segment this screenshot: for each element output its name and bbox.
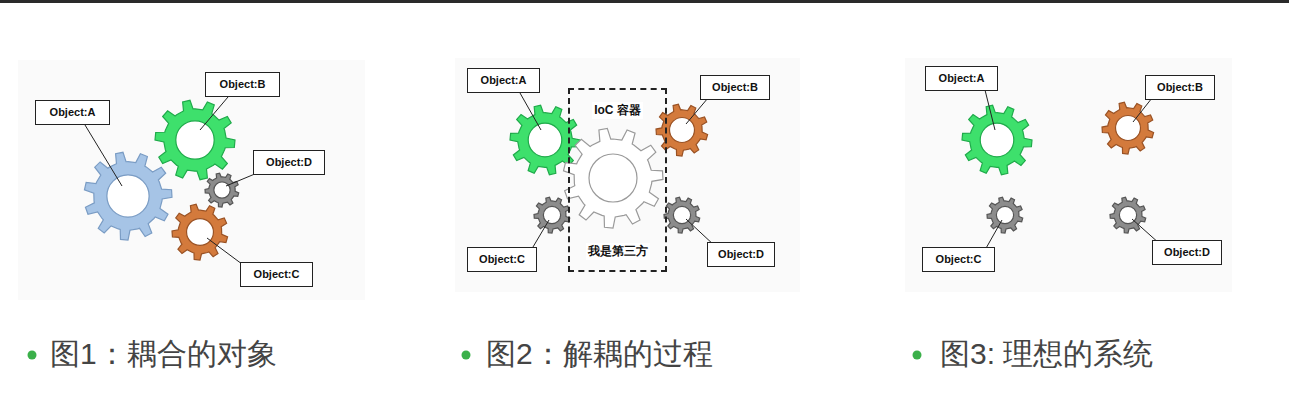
object-box: Object:D <box>707 242 775 267</box>
object-box: Object:B <box>700 75 770 100</box>
object-label: Object:A <box>50 106 96 118</box>
object-label: Object:B <box>712 81 758 93</box>
object-box: Object:C <box>922 247 995 272</box>
leader-line <box>686 98 708 124</box>
gear-hole <box>528 123 562 157</box>
object-label: Object:A <box>481 74 527 86</box>
gear <box>656 104 708 156</box>
panel-ground <box>905 58 1232 292</box>
leader-line <box>200 97 228 130</box>
gear <box>564 128 663 228</box>
container-title: IoC 容器 <box>592 102 643 119</box>
object-box: Object:D <box>253 150 325 175</box>
bullet <box>28 351 37 360</box>
figure-caption: 图2：解耦的过程 <box>486 334 713 374</box>
gear-hole <box>589 154 637 202</box>
object-label: Object:C <box>936 253 982 265</box>
object-label: Object:C <box>254 268 300 280</box>
object-label: Object:D <box>718 248 764 260</box>
figure-caption: 图1：耦合的对象 <box>50 334 277 374</box>
leader-line <box>520 93 541 130</box>
object-label: Object:A <box>939 72 985 84</box>
object-box: Object:C <box>240 262 313 287</box>
object-box: Object:B <box>205 72 280 97</box>
object-label: Object:C <box>479 253 525 265</box>
ioc-container-box: IoC 容器我是第三方 <box>568 88 667 272</box>
gear-hole <box>996 206 1013 223</box>
gear-hole <box>176 121 214 159</box>
gear <box>1102 102 1154 154</box>
gear-hole <box>214 182 230 198</box>
object-box: Object:A <box>35 100 110 125</box>
gear-hole <box>107 175 149 217</box>
gear <box>84 152 172 240</box>
leader-line <box>985 220 1002 250</box>
gear-hole <box>1116 116 1141 141</box>
gear <box>1110 197 1146 233</box>
top-bar <box>0 0 1289 3</box>
object-box: Object:C <box>467 247 537 272</box>
gear <box>155 100 235 179</box>
leader-line <box>1133 98 1152 122</box>
gear <box>205 173 239 207</box>
gear-hole <box>543 206 560 223</box>
figure-caption: 图3: 理想的系统 <box>940 334 1153 374</box>
gear <box>987 197 1023 233</box>
object-label: Object:D <box>1164 246 1210 258</box>
object-label: Object:B <box>1157 81 1203 93</box>
container-note: 我是第三方 <box>586 243 650 260</box>
panel-ground <box>455 58 800 292</box>
object-label: Object:D <box>266 156 312 168</box>
gear <box>664 197 700 233</box>
object-box: Object:A <box>467 68 540 93</box>
gear-hole <box>980 123 1014 157</box>
object-label: Object:B <box>220 78 266 90</box>
gear-hole <box>670 118 695 143</box>
panel-ground <box>18 60 365 300</box>
leader-line <box>985 90 995 130</box>
gear <box>172 204 228 260</box>
gear-hole <box>187 219 214 246</box>
object-box: Object:D <box>1152 240 1222 265</box>
gear <box>962 105 1032 174</box>
object-box: Object:B <box>1145 75 1215 100</box>
leader-lines <box>85 90 1160 270</box>
gear <box>534 197 570 233</box>
bullet <box>462 351 471 360</box>
bullet <box>913 351 922 360</box>
object-box: Object:A <box>925 66 998 91</box>
leader-line <box>85 125 122 186</box>
